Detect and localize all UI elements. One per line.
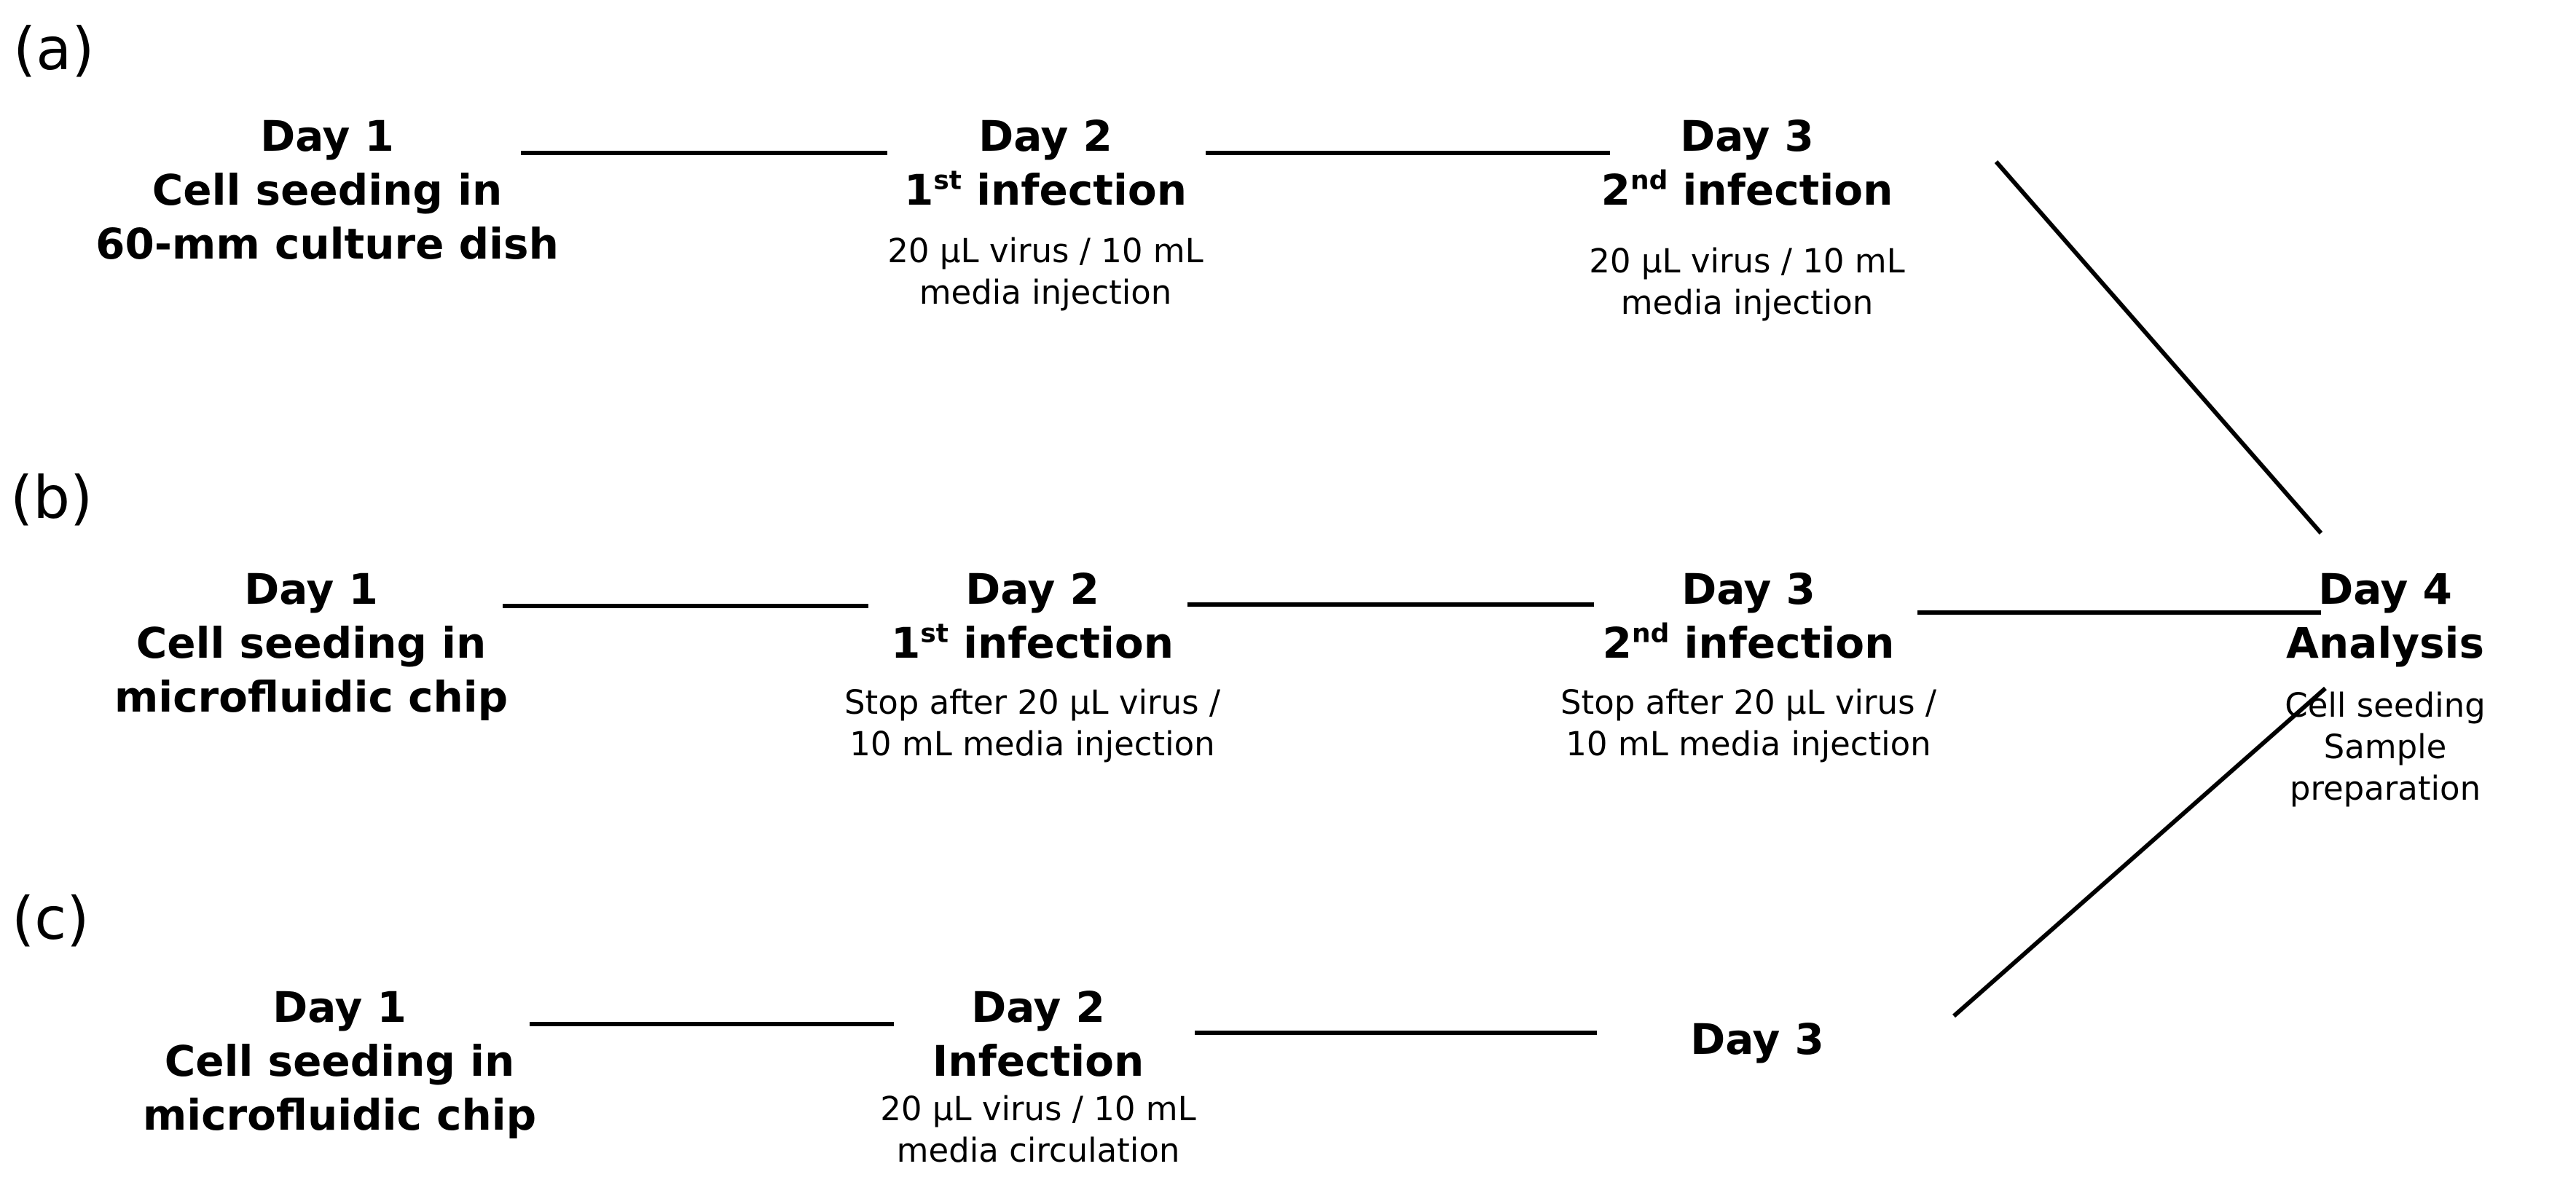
panel-label-a: (a) [13, 15, 95, 83]
panel-label-c: (c) [12, 885, 90, 953]
a-day3-title: Day 3 [1680, 111, 1814, 161]
c-day1-line2: microfluidic chip [142, 1090, 537, 1140]
c-day2-step: Infection [932, 1036, 1144, 1086]
b-day1-node: Day 1 Cell seeding in microfluidic chip [34, 562, 588, 724]
b-day3-node: Day 3 2nd infection Stop after 20 μL vir… [1472, 562, 2025, 765]
a-day2-node: Day 2 1st infection 20 μL virus / 10 mL … [769, 109, 1322, 313]
c-day1-line1: Cell seeding in [164, 1036, 515, 1086]
b-day2-note2: 10 mL media injection [849, 725, 1215, 763]
c-day2-title: Day 2 [971, 983, 1105, 1032]
connector-a-day3-day4 [1994, 160, 2323, 535]
a-day3-note2: media injection [1620, 283, 1874, 322]
day4-note2: Sample [2323, 728, 2447, 766]
b-day3-note1: Stop after 20 μL virus / [1560, 683, 1936, 722]
a-day2-title: Day 2 [978, 111, 1112, 161]
b-day3-step: 2nd infection [1602, 618, 1895, 668]
a-day1-line1: Cell seeding in [152, 165, 503, 215]
a-day1-node: Day 1 Cell seeding in 60-mm culture dish [50, 109, 604, 271]
c-day2-note1: 20 μL virus / 10 mL [880, 1090, 1196, 1128]
c-day2-node: Day 2 Infection 20 μL virus / 10 mL medi… [761, 980, 1315, 1171]
connector-c-day3-day4 [1952, 686, 2327, 1018]
panel-label-b: (b) [10, 464, 93, 532]
b-day2-step: 1st infection [890, 618, 1174, 668]
a-day3-note1: 20 μL virus / 10 mL [1589, 242, 1905, 280]
c-day3-node: Day 3 [1480, 1012, 2034, 1066]
a-day3-node: Day 3 2nd infection 20 μL virus / 10 mL … [1470, 109, 2024, 323]
day4-step: Analysis [2286, 618, 2484, 668]
b-day1-line2: microfluidic chip [114, 672, 508, 722]
b-day2-note1: Stop after 20 μL virus / [844, 683, 1220, 722]
b-day2-title: Day 2 [965, 564, 1099, 614]
b-day3-title: Day 3 [1681, 564, 1815, 614]
a-day3-step: 2nd infection [1601, 165, 1893, 215]
c-day3-title: Day 3 [1690, 1015, 1824, 1064]
c-day2-note2: media circulation [896, 1131, 1180, 1170]
b-day3-note2: 10 mL media injection [1566, 725, 1931, 763]
b-day1-title: Day 1 [244, 564, 378, 614]
c-day1-node: Day 1 Cell seeding in microfluidic chip [63, 980, 616, 1142]
day4-node: Day 4 Analysis Cell seeding Sample prepa… [2196, 562, 2575, 809]
c-day1-title: Day 1 [272, 983, 407, 1032]
day4-note1: Cell seeding [2285, 686, 2486, 725]
b-day2-node: Day 2 1st infection Stop after 20 μL vir… [755, 562, 1309, 765]
day4-title: Day 4 [2318, 564, 2452, 614]
a-day1-title: Day 1 [260, 111, 394, 161]
a-day2-step: 1st infection [903, 165, 1187, 215]
day4-note3: preparation [2289, 769, 2481, 808]
a-day2-note2: media injection [919, 273, 1172, 312]
b-day1-line1: Cell seeding in [136, 618, 487, 668]
a-day1-line2: 60-mm culture dish [95, 219, 559, 269]
a-day2-note1: 20 μL virus / 10 mL [887, 232, 1203, 270]
